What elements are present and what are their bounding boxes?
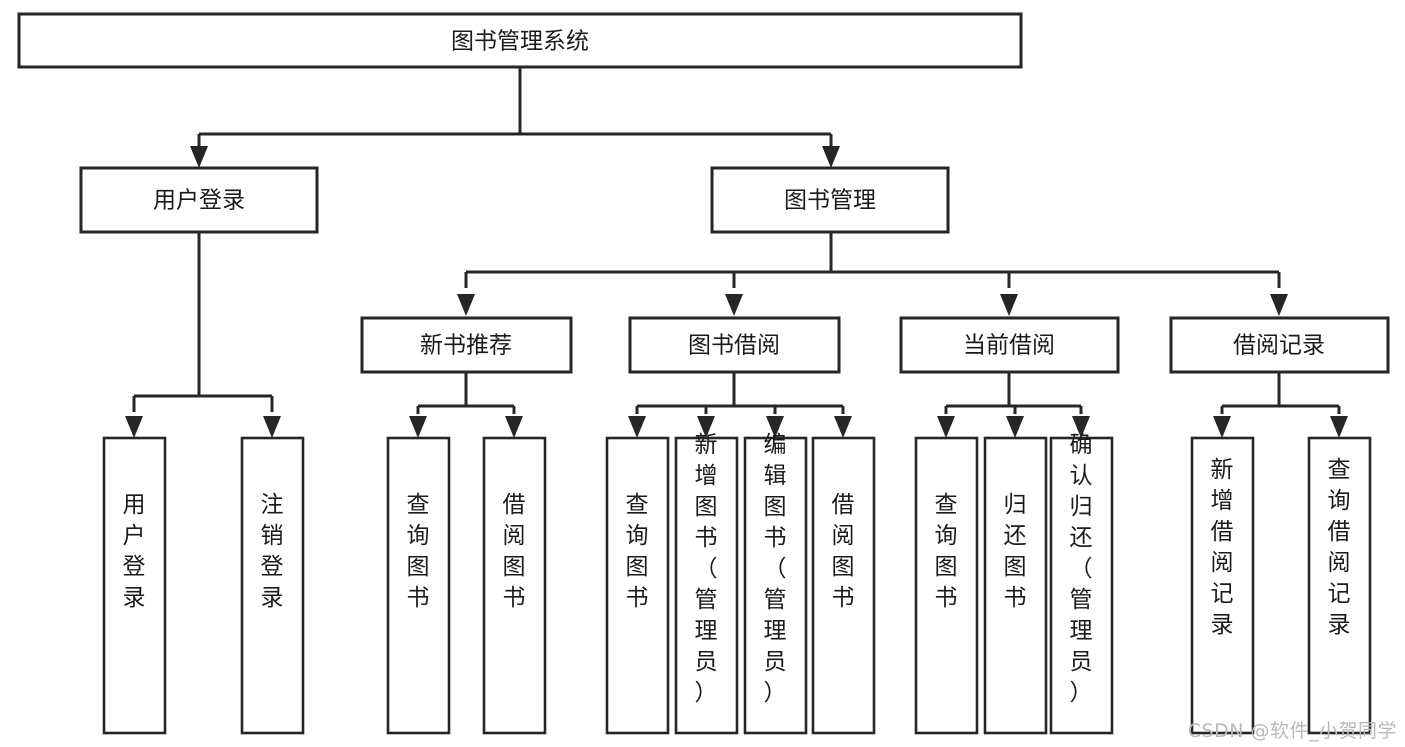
leaf-query-book-recommend-box[interactable] bbox=[386, 436, 451, 735]
leaf-query-book-current-box[interactable] bbox=[914, 436, 979, 735]
arrowhead-leaf-query-book-1 bbox=[409, 416, 427, 438]
leaf-edit-book-admin-box[interactable] bbox=[743, 436, 808, 735]
leaf-borrow-book-recommend-label: 借阅图书 bbox=[503, 492, 526, 611]
leaf-query-book-current[interactable]: 查询图书 bbox=[914, 436, 979, 735]
node-current-borrow-box[interactable] bbox=[899, 316, 1120, 374]
leaf-query-book-borrow-box[interactable] bbox=[605, 436, 670, 735]
arrowhead-leaf-borrow-book-1 bbox=[505, 416, 523, 438]
leaf-borrow-book-recommend[interactable]: 借阅图书 bbox=[482, 436, 547, 735]
node-borrow-records[interactable]: 借阅记录 bbox=[1169, 316, 1390, 374]
leaf-query-book-borrow[interactable]: 查询图书 bbox=[605, 436, 670, 735]
csdn-watermark: CSDN @软件_小贺同学 bbox=[1187, 720, 1397, 742]
leaf-confirm-return-admin-box[interactable] bbox=[1049, 436, 1114, 735]
node-root-label: 图书管理系统 bbox=[451, 29, 589, 55]
leaf-borrow-book-borrow-label: 借阅图书 bbox=[832, 492, 855, 611]
leaf-add-book-admin-box[interactable] bbox=[674, 436, 739, 735]
leaf-return-book-label: 归还图书 bbox=[1004, 492, 1027, 611]
node-book-management-box[interactable] bbox=[710, 166, 950, 234]
node-book-management[interactable]: 图书管理 bbox=[710, 166, 950, 234]
leaf-add-borrow-record[interactable]: 新增借阅记录 bbox=[1190, 436, 1255, 735]
leaf-borrow-book-borrow[interactable]: 借阅图书 bbox=[811, 436, 876, 735]
arrowhead-leaf-query-record bbox=[1330, 416, 1348, 438]
node-new-book-recommend[interactable]: 新书推荐 bbox=[360, 316, 573, 374]
leaf-query-borrow-record-label: 查询借阅记录 bbox=[1328, 457, 1351, 638]
node-book-borrow[interactable]: 图书借阅 bbox=[628, 316, 841, 374]
leaf-edit-book-admin[interactable]: 编辑图书（管理员） bbox=[743, 432, 808, 735]
leaf-user-login-label: 用户登录 bbox=[123, 492, 146, 611]
node-user-login[interactable]: 用户登录 bbox=[79, 166, 319, 234]
arrowhead-leaf-query-book-3 bbox=[937, 416, 955, 438]
leaf-user-login[interactable]: 用户登录 bbox=[102, 436, 167, 735]
arrowhead-leaf-query-book-2 bbox=[628, 416, 646, 438]
leaf-add-book-admin[interactable]: 新增图书（管理员） bbox=[674, 432, 739, 735]
arrowhead-leaf-borrow-book-2 bbox=[834, 416, 852, 438]
arrowhead-user-login bbox=[190, 146, 208, 168]
leaf-edit-book-admin-label: 编辑图书（管理员） bbox=[764, 432, 787, 706]
leaf-query-borrow-record-box[interactable] bbox=[1307, 436, 1372, 735]
leaf-add-book-admin-label: 新增图书（管理员） bbox=[695, 432, 718, 706]
leaf-query-book-recommend-label: 查询图书 bbox=[407, 492, 430, 611]
leaf-add-borrow-record-box[interactable] bbox=[1190, 436, 1255, 735]
node-user-login-box[interactable] bbox=[79, 166, 319, 234]
arrowhead-leaf-user-login bbox=[125, 416, 143, 438]
leaf-borrow-book-borrow-box[interactable] bbox=[811, 436, 876, 735]
leaf-return-book[interactable]: 归还图书 bbox=[983, 436, 1048, 735]
arrowhead-book-mgmt bbox=[822, 146, 840, 168]
node-current-borrow-label: 当前借阅 bbox=[963, 333, 1055, 359]
arrowhead-current bbox=[1000, 294, 1018, 316]
arrowhead-recommend bbox=[457, 294, 475, 316]
leaf-return-book-box[interactable] bbox=[983, 436, 1048, 735]
leaf-query-book-borrow-label: 查询图书 bbox=[626, 492, 649, 611]
leaf-query-book-current-label: 查询图书 bbox=[935, 492, 958, 611]
leaf-logout-login-label: 注销登录 bbox=[261, 492, 284, 611]
node-book-management-label: 图书管理 bbox=[784, 188, 876, 214]
arrowhead-leaf-return-book bbox=[1006, 416, 1024, 438]
leaf-user-login-box[interactable] bbox=[102, 436, 167, 735]
node-root[interactable]: 图书管理系统 bbox=[17, 12, 1023, 69]
arrowhead-leaf-logout bbox=[263, 416, 281, 438]
leaf-query-borrow-record[interactable]: 查询借阅记录 bbox=[1307, 436, 1372, 735]
leaf-add-borrow-record-label: 新增借阅记录 bbox=[1211, 457, 1234, 638]
leaf-logout-login-box[interactable] bbox=[240, 436, 305, 735]
node-book-borrow-box[interactable] bbox=[628, 316, 841, 374]
leaf-query-book-recommend[interactable]: 查询图书 bbox=[386, 436, 451, 735]
leaf-confirm-return-admin-label: 确认归还（管理员） bbox=[1070, 432, 1093, 706]
connector-group bbox=[125, 67, 1348, 438]
node-book-borrow-label: 图书借阅 bbox=[688, 333, 780, 359]
node-borrow-records-box[interactable] bbox=[1169, 316, 1390, 374]
node-new-book-recommend-label: 新书推荐 bbox=[420, 333, 512, 359]
arrowhead-leaf-add-record bbox=[1213, 416, 1231, 438]
arrowhead-borrow bbox=[725, 294, 743, 316]
node-current-borrow[interactable]: 当前借阅 bbox=[899, 316, 1120, 374]
leaf-confirm-return-admin[interactable]: 确认归还（管理员） bbox=[1049, 432, 1114, 735]
leaf-borrow-book-recommend-box[interactable] bbox=[482, 436, 547, 735]
node-new-book-recommend-box[interactable] bbox=[360, 316, 573, 374]
node-borrow-records-label: 借阅记录 bbox=[1233, 333, 1325, 359]
leaf-logout-login[interactable]: 注销登录 bbox=[240, 436, 305, 735]
arrowhead-records bbox=[1270, 294, 1288, 316]
node-user-login-label: 用户登录 bbox=[153, 188, 245, 214]
node-root-box[interactable] bbox=[17, 12, 1023, 69]
